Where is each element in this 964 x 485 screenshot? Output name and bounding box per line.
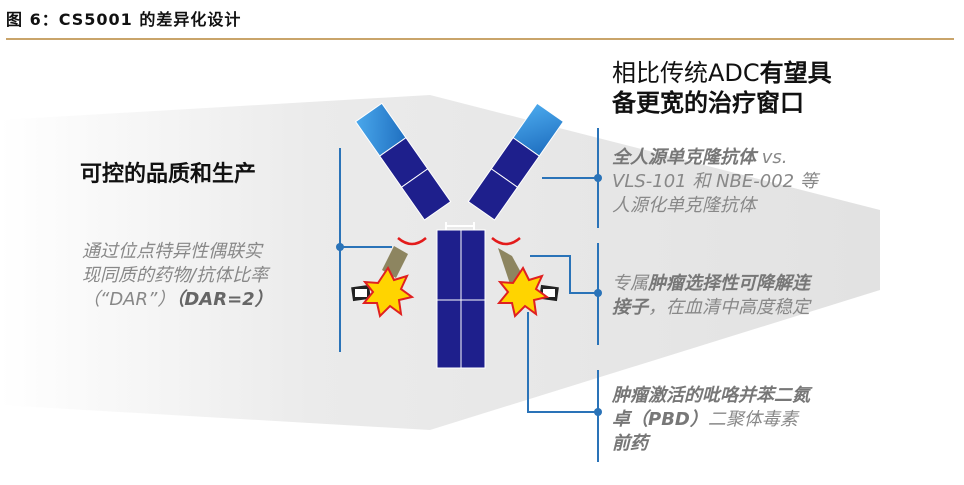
callout-linker: 专属肿瘤选择性可降解连 接子，在血清中高度稳定 xyxy=(612,272,912,320)
callout2-bold: 肿瘤选择性可降解连 xyxy=(648,273,810,294)
callout1-line2: VLS-101 和 NBE-002 等 xyxy=(612,171,818,192)
right-linker xyxy=(491,237,521,246)
left-desc-dar: （DAR=2） xyxy=(175,289,273,310)
antibody-right-arm xyxy=(467,102,565,221)
left-desc-line3: （“DAR”） xyxy=(82,289,176,310)
callout2-bold2: 接子 xyxy=(612,297,648,318)
right-heading-normal: 相比传统ADC xyxy=(612,59,760,87)
antibody-left-arm xyxy=(354,102,452,221)
right-heading: 相比传统ADC有望具 备更宽的治疗窗口 xyxy=(612,58,912,118)
right-heading-bold-1: 有望具 xyxy=(759,59,832,87)
right-bracket-3-dot xyxy=(594,408,602,416)
left-heading: 可控的品质和生产 xyxy=(80,162,257,187)
title-rule xyxy=(6,38,954,40)
left-linker xyxy=(397,237,427,246)
right-payload-star xyxy=(496,266,550,318)
callout3-normal: 二聚体毒素 xyxy=(707,409,798,430)
callout-payload: 肿瘤激活的吡咯并苯二氮 卓（PBD）二聚体毒素 前药 xyxy=(612,384,892,456)
left-desc-line1: 通过位点特异性偶联实 xyxy=(82,241,262,262)
callout3-bold2: 卓（PBD） xyxy=(612,409,708,430)
callout2-suffix: ，在血清中高度稳定 xyxy=(648,297,810,318)
callout1-vs: vs. xyxy=(756,147,788,168)
callout3-bold1: 肿瘤激活的吡咯并苯二氮 xyxy=(612,385,810,406)
callout2-prefix: 专属 xyxy=(612,273,648,294)
right-connector-2 xyxy=(530,255,598,294)
callout1-line3: 人源化单克隆抗体 xyxy=(612,195,756,216)
left-desc-line2: 现同质的药物/抗体比率 xyxy=(82,265,269,286)
right-connector-3 xyxy=(527,312,598,413)
callout-antibody: 全人源单克隆抗体 vs. VLS-101 和 NBE-002 等 人源化单克隆抗… xyxy=(612,146,902,218)
figure-title: 图 6：CS5001 的差异化设计 xyxy=(6,10,242,29)
callout1-bold: 全人源单克隆抗体 xyxy=(612,147,756,168)
left-payload-star xyxy=(361,266,415,318)
antibody-stem xyxy=(436,229,486,369)
callout3-bold3: 前药 xyxy=(612,433,648,454)
right-bracket-2-dot xyxy=(594,289,602,297)
right-bracket-1-dot xyxy=(594,174,602,182)
right-heading-bold-2: 备更宽的治疗窗口 xyxy=(612,89,804,117)
left-description: 通过位点特异性偶联实 现同质的药物/抗体比率 （“DAR”）（DAR=2） xyxy=(82,240,342,312)
